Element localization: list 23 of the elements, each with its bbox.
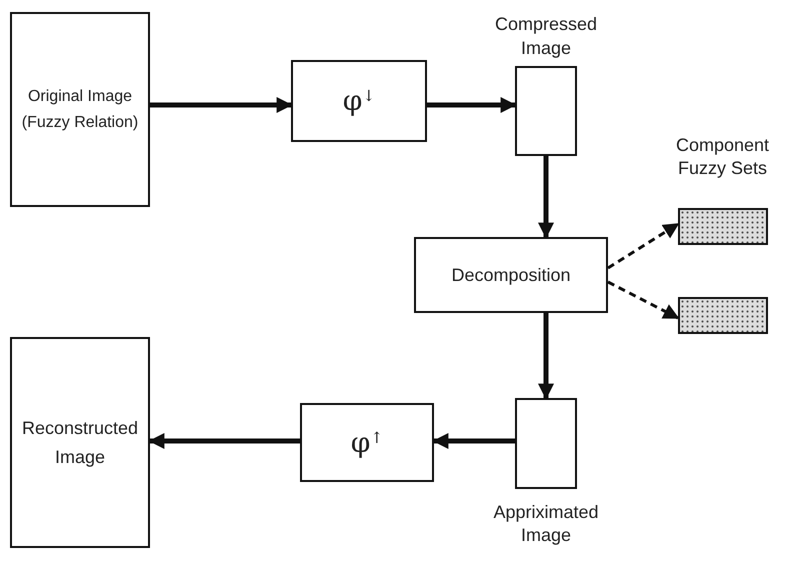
arrow <box>148 433 300 449</box>
fuzzy-set-bar <box>678 208 768 245</box>
box-label: Decomposition <box>450 264 572 287</box>
process-box <box>291 60 427 142</box>
process-box <box>10 337 150 548</box>
process-box <box>300 403 434 482</box>
box-label: Original Image (Fuzzy Relation) <box>20 86 140 132</box>
arrow <box>150 97 293 113</box>
fuzzy-set-bar <box>678 297 768 334</box>
arrow <box>432 433 515 449</box>
box-label: φ$^{↑}$ <box>350 428 384 456</box>
box-label: φ$^{↓}$ <box>342 87 376 115</box>
arrow <box>538 313 554 400</box>
process-box <box>10 12 150 207</box>
box-label: Reconstructed Image <box>20 416 140 469</box>
image-caption: Compressed Image <box>494 13 598 60</box>
image-caption: Appriximated Image <box>492 501 600 548</box>
arrow <box>538 156 554 239</box>
group-caption: Component Fuzzy Sets <box>674 134 770 180</box>
process-box <box>414 237 608 313</box>
arrow <box>607 222 680 270</box>
arrow <box>607 280 680 320</box>
arrow <box>427 97 517 113</box>
